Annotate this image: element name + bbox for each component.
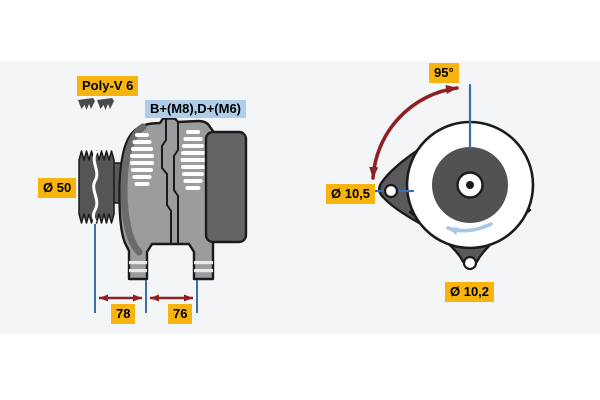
belt-profile-icon [78, 98, 95, 110]
pulley [78, 150, 115, 224]
mounting-hole-left [383, 183, 399, 199]
belt-profile-icon [97, 98, 114, 110]
dimension-78-label: 78 [111, 304, 136, 325]
swing-angle-label: 95° [429, 63, 459, 84]
mount-hole-top-diameter-label: Ø 10,5 [326, 184, 376, 205]
belt-type-label: Poly-V 6 [77, 76, 139, 97]
belt-profile-icons [78, 98, 114, 110]
alternator-side-view [78, 117, 248, 281]
mounting-feet-stripes [129, 261, 213, 273]
swing-angle-arc-arrow [369, 84, 459, 180]
housing-split-line-2 [173, 121, 179, 245]
rear-cover [204, 130, 248, 244]
shaft-center-point [466, 181, 474, 189]
bracket-shading [120, 123, 147, 256]
alternator-front-view [369, 83, 535, 271]
pulley-break-line [91, 150, 99, 223]
rotation-direction-arrow-icon [446, 222, 493, 236]
dimension-76-label: 76 [168, 304, 193, 325]
pulley-diameter-label: Ø 50 [38, 178, 77, 199]
housing-split-line [161, 118, 172, 245]
mount-hole-bottom-diameter-label: Ø 10,2 [445, 282, 495, 303]
side-view-dimensions [94, 224, 198, 313]
vent-slots-front [130, 133, 154, 186]
mounting-hole-bottom [462, 255, 478, 271]
terminal-designation-label: B+(M8),D+(M6) [145, 100, 247, 119]
vent-slots-rear [180, 130, 206, 190]
